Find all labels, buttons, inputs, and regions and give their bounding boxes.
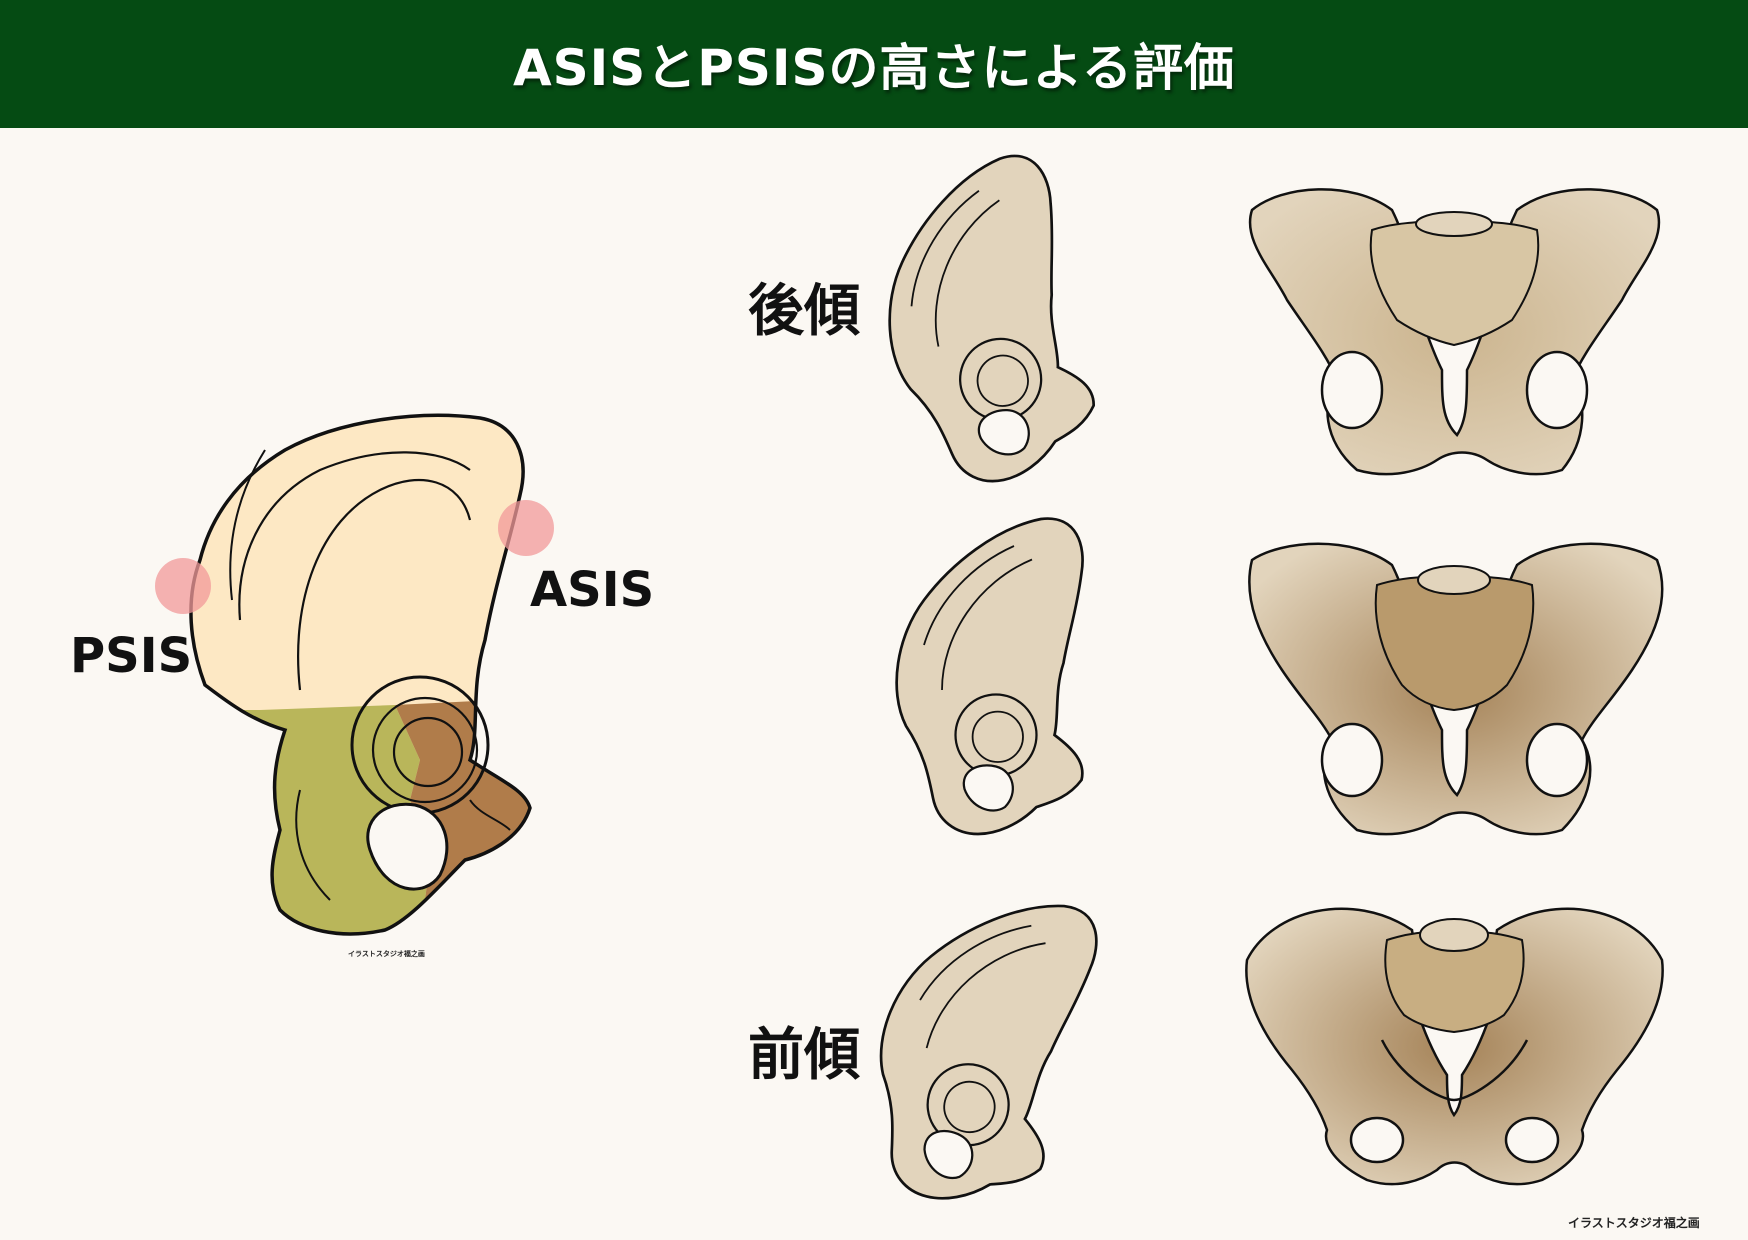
- anterior-tilt-label: 前傾: [748, 1023, 860, 1088]
- asis-label: ASIS: [530, 562, 655, 618]
- page-title: ASISとPSISの高さによる評価: [512, 39, 1236, 97]
- illustration-credit-small: イラストスタジオ福之画: [348, 950, 425, 958]
- hip-bone-neutral-icon: [895, 517, 1084, 836]
- pelvis-front-neutral-icon: [1248, 542, 1664, 836]
- posterior-tilt-label: 後傾: [748, 279, 860, 344]
- asis-marker-icon: [498, 500, 554, 556]
- psis-label: PSIS: [70, 628, 193, 684]
- hip-bone-posterior-icon: [888, 154, 1095, 483]
- psis-marker-icon: [155, 558, 211, 614]
- hip-bone-anterior-icon: [879, 904, 1098, 1200]
- illustration-credit: イラストスタジオ福之画: [1568, 1216, 1700, 1230]
- hip-bone-icon: [155, 413, 554, 936]
- title-banner: ASISとPSISの高さによる評価: [0, 0, 1748, 128]
- pelvis-front-posterior-icon: [1248, 188, 1661, 476]
- pelvis-front-anterior-icon: [1245, 907, 1664, 1186]
